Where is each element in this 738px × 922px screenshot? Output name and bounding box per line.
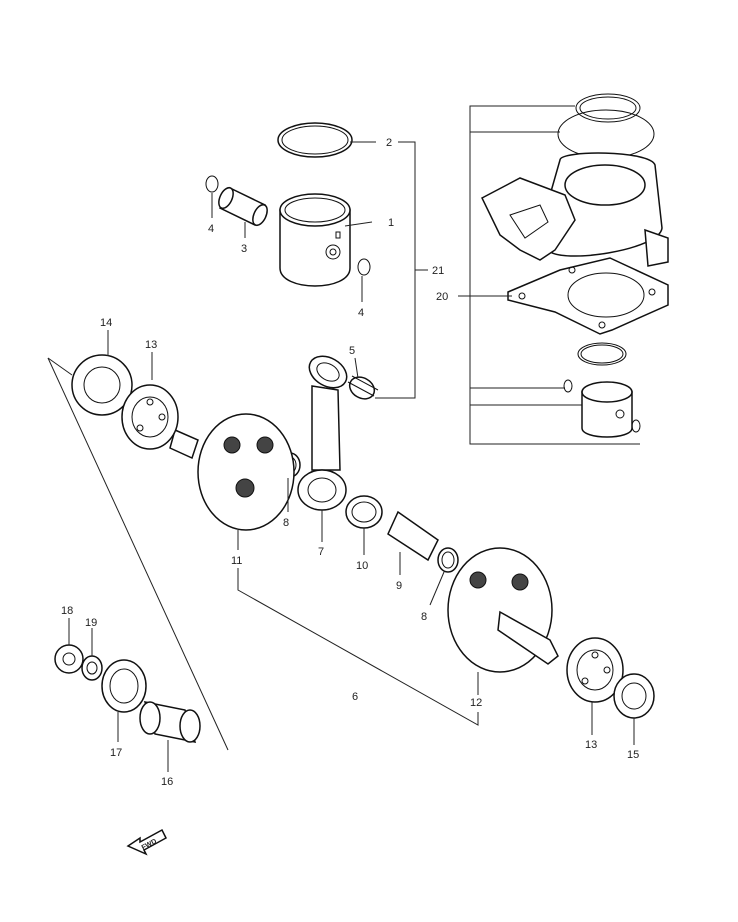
drive-gear-bracket [47,357,229,751]
piston-small [581,381,633,438]
callout-13-left: 13 [145,339,157,351]
thrust-washer-right [437,547,459,573]
callout-17: 17 [110,747,122,759]
piston [279,193,351,287]
cylinder-head-gasket [557,109,655,159]
callout-4-left: 4 [208,223,214,235]
gasket-kit-bracket [469,105,640,445]
fwd-arrow-icon: FWD [126,828,167,856]
cylinder-block [481,152,669,267]
callout-20: 20 [436,291,448,303]
right-main-bearing [566,637,624,703]
piston-pin-clip-right [357,258,371,276]
small-end-bearing [347,375,379,400]
callout-5: 5 [349,345,355,357]
callout-14: 14 [100,317,112,329]
piston-ring [277,122,353,158]
spacer-sleeve [139,701,201,743]
piston-pin-clip-left [205,175,219,193]
crankshaft-assembly-bracket [237,568,479,726]
callout-11: 11 [231,555,242,567]
left-main-bearing [121,384,179,450]
callout-3: 3 [241,243,247,255]
leader-lines [68,141,635,772]
callout-15: 15 [627,749,639,761]
cylinder-top-ring [575,93,641,123]
callout-2: 2 [386,137,392,149]
right-oil-seal [613,673,655,719]
lock-washer [81,655,103,681]
left-oil-seal [71,354,133,416]
callout-10: 10 [356,560,368,572]
connecting-rod [297,355,348,511]
callout-19: 19 [85,617,97,629]
callout-9: 9 [396,580,402,592]
callout-13-right: 13 [585,739,597,751]
callout-4-right: 4 [358,307,364,319]
piston-pin [218,186,268,227]
piston-clip-small-2 [631,419,641,433]
cylinder-base-gasket [507,257,669,335]
piston-clip-small [563,379,573,393]
callout-8-right: 8 [421,611,427,623]
crank-pin [387,510,439,562]
callout-6: 6 [352,691,358,703]
callout-12: 12 [470,697,482,709]
callout-labels: 1 2 3 4 4 5 6 7 8 8 9 10 11 12 13 13 14 … [61,137,639,788]
callout-21: 21 [432,265,444,277]
left-crank-web [169,413,295,531]
callout-18: 18 [61,605,73,617]
callout-16: 16 [161,776,173,788]
callout-8-left: 8 [283,517,289,529]
piston-ring-small [577,342,627,366]
callout-7: 7 [318,546,324,558]
big-end-bearing [345,495,383,529]
right-crank-web [447,547,559,673]
crankshaft-nut [54,644,84,674]
callout-1: 1 [388,217,394,229]
primary-drive-gear [101,659,147,713]
